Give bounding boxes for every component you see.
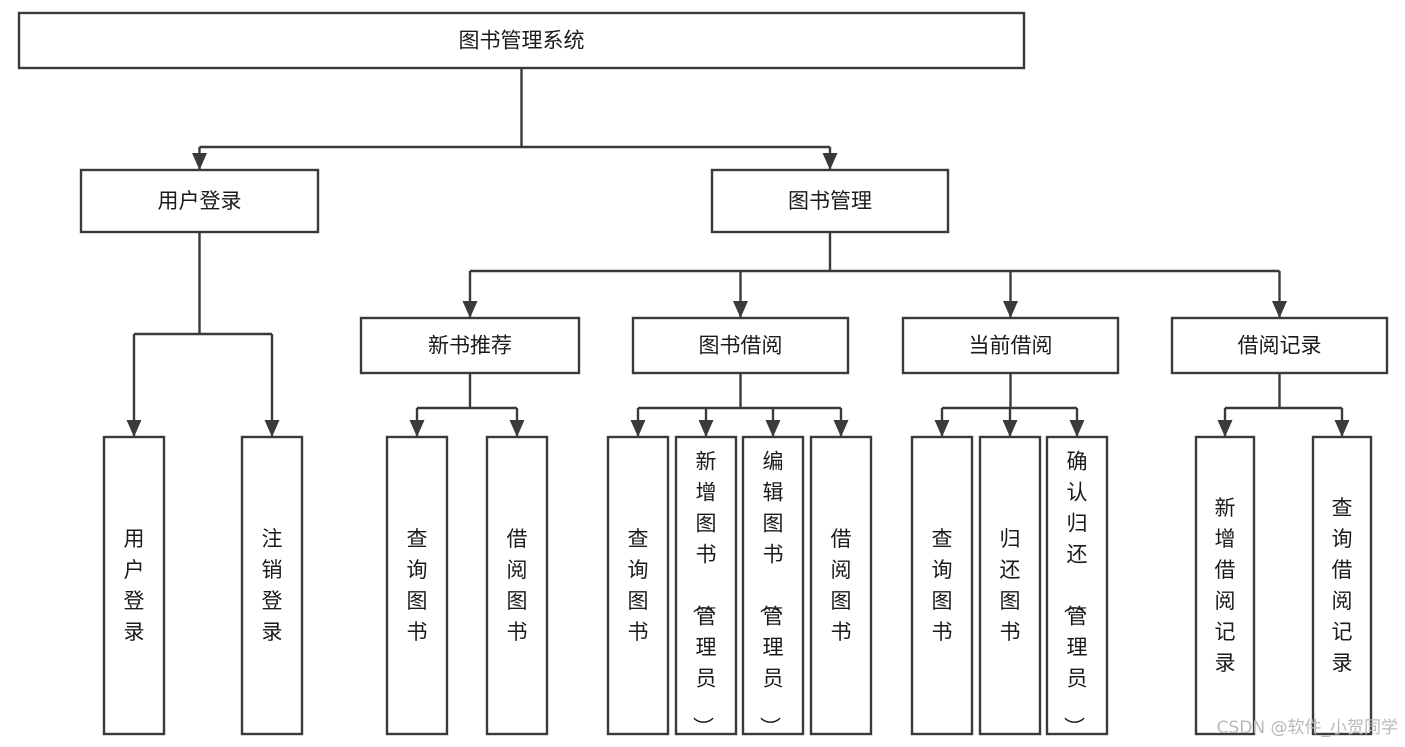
csdn-watermark: CSDN @软件_小贺同学 — [1217, 718, 1398, 738]
nodes-layer: 图书管理系统用户登录图书管理新书推荐图书借阅当前借阅借阅记录用户登录注销登录查询… — [17, 11, 1389, 738]
node-box[interactable] — [102, 435, 166, 736]
node-leaf-query-book-1[interactable]: 查询图书 — [385, 435, 449, 736]
node-leaf-edit-book[interactable]: 编辑图书（管理员） — [741, 435, 805, 738]
node-leaf-query-borrow-record[interactable]: 查询借阅记录 — [1311, 435, 1373, 736]
node-box[interactable] — [359, 316, 581, 375]
node-label: 当前借阅 — [969, 334, 1053, 358]
node-new-book-recommend[interactable]: 新书推荐 — [359, 316, 581, 375]
node-label: 新增图书（管理员） — [691, 450, 717, 738]
node-label: 查询借阅记录 — [1332, 496, 1353, 675]
node-box[interactable] — [631, 316, 850, 375]
node-user-login[interactable]: 用户登录 — [79, 168, 320, 234]
connector-arrowhead — [1272, 301, 1287, 318]
node-label: 查询图书 — [628, 527, 649, 644]
node-leaf-return-book[interactable]: 归还图书 — [978, 435, 1042, 736]
node-leaf-add-book[interactable]: 新增图书（管理员） — [674, 435, 738, 738]
connector-arrowhead — [192, 153, 207, 170]
node-book-manage[interactable]: 图书管理 — [710, 168, 950, 234]
node-leaf-query-book-2[interactable]: 查询图书 — [606, 435, 670, 736]
node-label: 新增借阅记录 — [1215, 496, 1236, 675]
connector-arrowhead — [698, 420, 714, 437]
node-label: 新书推荐 — [428, 334, 512, 358]
connector-arrowhead — [1003, 301, 1018, 318]
node-label: 借阅记录 — [1238, 334, 1322, 358]
node-current-borrow[interactable]: 当前借阅 — [901, 316, 1120, 375]
node-box[interactable] — [17, 11, 1026, 70]
connector-arrowhead — [630, 420, 646, 437]
node-leaf-user-login[interactable]: 用户登录 — [102, 435, 166, 736]
connector-arrowhead — [1069, 420, 1085, 437]
node-label: 借阅图书 — [831, 527, 852, 644]
node-label: 查询图书 — [932, 527, 953, 644]
node-box[interactable] — [606, 435, 670, 736]
connector-arrowhead — [833, 420, 849, 437]
node-label: 借阅图书 — [507, 527, 528, 644]
node-box[interactable] — [741, 435, 805, 736]
connector-arrowhead — [409, 420, 425, 437]
connector-arrowhead — [822, 153, 838, 170]
node-box[interactable] — [485, 435, 549, 736]
connectors-layer — [126, 68, 1350, 437]
node-label: 图书管理系统 — [459, 29, 585, 53]
node-label: 图书管理 — [788, 189, 872, 213]
node-leaf-confirm-return[interactable]: 确认归还（管理员） — [1045, 435, 1109, 738]
connector-arrowhead — [509, 420, 525, 437]
node-book-borrow[interactable]: 图书借阅 — [631, 316, 850, 375]
node-box[interactable] — [809, 435, 873, 736]
connector-arrowhead — [765, 420, 781, 437]
node-label: 用户登录 — [158, 189, 242, 213]
node-root[interactable]: 图书管理系统 — [17, 11, 1026, 70]
connector-arrowhead — [1217, 420, 1233, 437]
node-box[interactable] — [385, 435, 449, 736]
node-label: 编辑图书（管理员） — [758, 450, 784, 738]
node-box[interactable] — [978, 435, 1042, 736]
node-leaf-borrow-book-2[interactable]: 借阅图书 — [809, 435, 873, 736]
node-box[interactable] — [1170, 316, 1389, 375]
node-label: 归还图书 — [1000, 527, 1021, 644]
node-label: 用户登录 — [124, 527, 145, 644]
node-label: 注销登录 — [262, 527, 283, 644]
node-label: 图书借阅 — [699, 334, 783, 358]
node-box[interactable] — [710, 168, 950, 234]
connector-arrowhead — [934, 420, 950, 437]
node-leaf-borrow-book-1[interactable]: 借阅图书 — [485, 435, 549, 736]
connector-arrowhead — [462, 301, 478, 318]
node-leaf-query-book-3[interactable]: 查询图书 — [910, 435, 974, 736]
connector-arrowhead — [1002, 420, 1018, 437]
node-borrow-record[interactable]: 借阅记录 — [1170, 316, 1389, 375]
node-box[interactable] — [674, 435, 738, 736]
node-box[interactable] — [901, 316, 1120, 375]
node-box[interactable] — [1045, 435, 1109, 736]
node-box[interactable] — [79, 168, 320, 234]
node-leaf-add-borrow-record[interactable]: 新增借阅记录 — [1194, 435, 1256, 736]
connector-arrowhead — [126, 420, 142, 437]
node-label: 确认归还（管理员） — [1062, 450, 1088, 738]
node-box[interactable] — [910, 435, 974, 736]
connector-arrowhead — [264, 420, 280, 437]
node-label: 查询图书 — [407, 527, 428, 644]
connector-arrowhead — [733, 301, 748, 318]
node-leaf-user-logout[interactable]: 注销登录 — [240, 435, 304, 736]
node-box[interactable] — [1194, 435, 1256, 736]
node-box[interactable] — [1311, 435, 1373, 736]
node-box[interactable] — [240, 435, 304, 736]
connector-arrowhead — [1334, 420, 1350, 437]
